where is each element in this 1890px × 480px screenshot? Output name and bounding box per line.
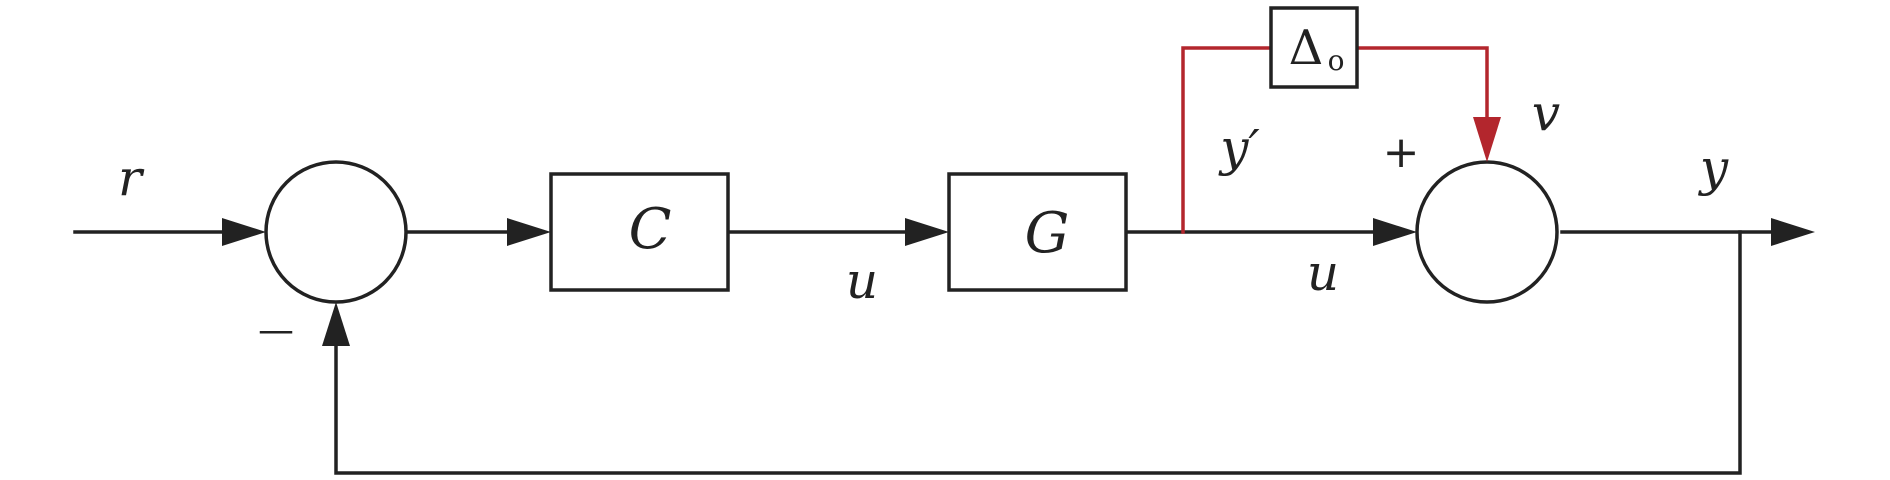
reference-signal-label: r [118, 149, 145, 207]
positive-sign: + [1383, 127, 1420, 178]
arrowhead-into-controller [507, 218, 551, 246]
controller-label: C [629, 197, 672, 262]
arrowhead-into-plant [905, 218, 949, 246]
plant-label: G [1025, 201, 1070, 266]
output-signal-label: y [1698, 139, 1729, 197]
uncertainty-block [1269, 6, 1359, 89]
arrowhead-into-sum1 [222, 218, 266, 246]
arrowhead-output [1771, 218, 1815, 246]
negative-sign: — [258, 310, 294, 351]
plant-output-label: y′ [1218, 119, 1260, 177]
plant-block [947, 172, 1128, 292]
arrowhead-into-sum2 [1373, 218, 1417, 246]
control-signal-label-2: u [1307, 244, 1339, 302]
summing-junction-output [1415, 160, 1559, 304]
summing-junction-feedback [264, 160, 408, 304]
uncertainty-label: Δ [1289, 20, 1324, 76]
uncertainty-input-path [1181, 46, 1273, 234]
arrowhead-uncertainty [1473, 117, 1501, 162]
disturbance-label: v [1532, 84, 1560, 142]
uncertainty-output-path [1355, 46, 1489, 120]
uncertainty-subscript: o [1328, 44, 1345, 77]
control-signal-label-1: u [846, 252, 878, 310]
arrowhead-feedback [322, 302, 350, 346]
feedback-path [334, 230, 1742, 475]
